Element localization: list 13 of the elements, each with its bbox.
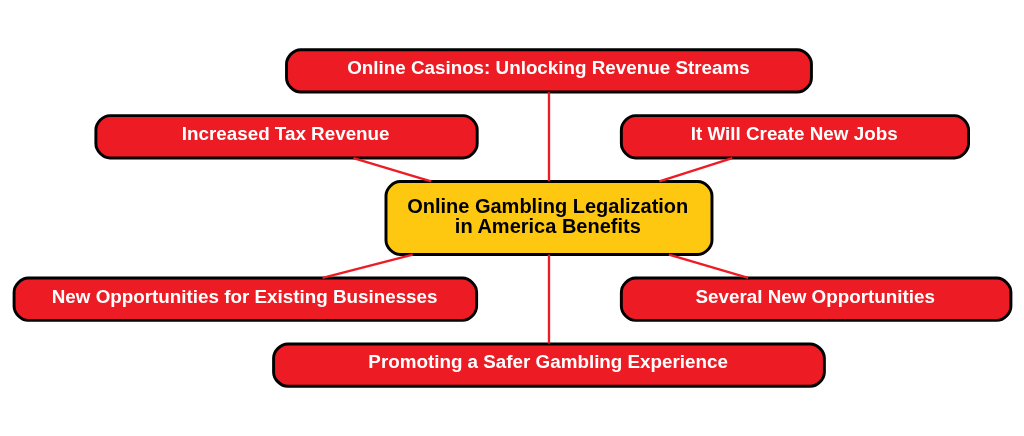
connector (547, 92, 550, 182)
node-box: It Will Create New Jobs (619, 114, 970, 160)
connector (658, 156, 733, 183)
node-box: Several New Opportunities (619, 276, 1012, 322)
connector (321, 253, 413, 280)
node-box: New Opportunities for Existing Businesses (12, 276, 478, 322)
node-box: Increased Tax Revenue (93, 114, 479, 160)
node-box: Online Gambling Legalization in America Benefits (384, 180, 713, 256)
node-box: Online Casinos: Unlocking Revenue Streams (284, 48, 813, 94)
connector (352, 156, 432, 183)
node-box: Promoting a Safer Gambling Experience (271, 342, 826, 388)
connector (547, 254, 550, 344)
connector (668, 253, 748, 280)
